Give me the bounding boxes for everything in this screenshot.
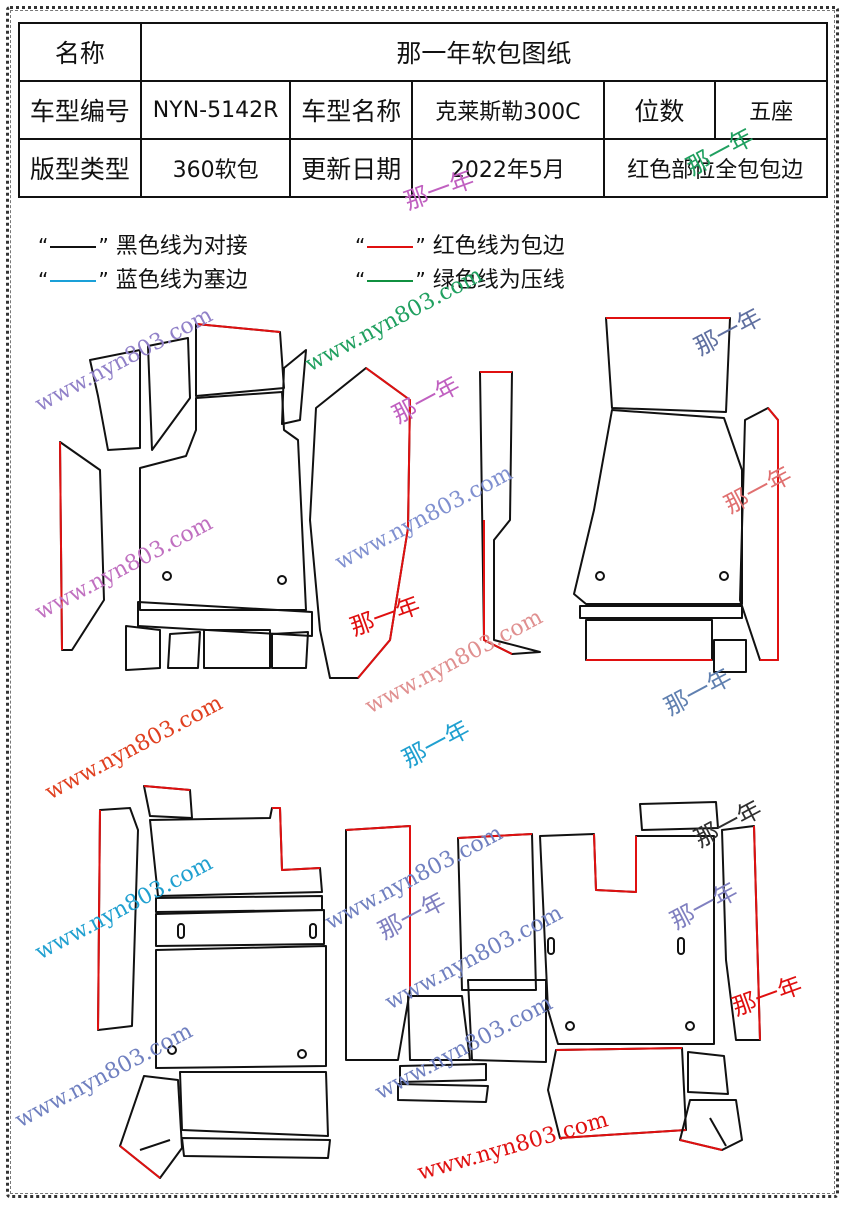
model-code-label: 车型编号 [18,80,142,140]
front-right-mat-set [479,317,779,673]
page-border-inner [10,10,835,1194]
name-value: 那一年软包图纸 [139,22,829,82]
watermark-brand: 那一年 [388,371,465,430]
watermark-brand: 那一年 [346,591,423,642]
watermark-url: www.nyn803.com [415,1107,611,1185]
red-line-swatch [367,246,414,248]
green-line-swatch [367,280,414,282]
blue-line-swatch [50,280,97,282]
spec-table: 名称 那一年软包图纸 车型编号 NYN-5142R 车型名称 克莱斯勒300C … [18,22,829,198]
legend-black-text: 黑色线为对接 [115,234,248,259]
watermark-brand: 那一年 [728,971,805,1022]
watermark-brand: 那一年 [400,165,477,216]
legend-green-text: 绿色线为压线 [432,268,565,293]
watermark-brand: 那一年 [682,123,759,182]
seats-value: 五座 [714,80,828,140]
watermark-url: www.nyn803.com [31,511,217,626]
watermark-brand: 那一年 [398,715,475,774]
model-name-value: 克莱斯勒300C [411,80,605,140]
watermark-url: www.nyn803.com [331,461,517,576]
legend-black: “” 黑色线为对接 [38,234,248,259]
watermark-brand: 那一年 [720,461,797,520]
black-line-swatch [50,246,97,248]
rear-left-mat-set [97,785,411,1179]
update-date-label: 更新日期 [289,138,414,198]
legend-green: “” 绿色线为压线 [355,268,565,293]
seats-label: 位数 [602,80,717,140]
pattern-type-label: 版型类型 [18,138,142,198]
legend-red: “” 红色线为包边 [355,234,565,259]
model-name-label: 车型名称 [289,80,414,140]
legend-blue: “” 蓝色线为塞边 [38,268,248,293]
rear-right-mat-set [539,801,761,1151]
watermark-url: www.nyn803.com [31,851,217,966]
legend-red-text: 红色线为包边 [432,234,565,259]
watermark-brand: 那一年 [666,877,743,936]
center-hump-set [397,833,547,1103]
legend-blue-text: 蓝色线为塞边 [115,268,248,293]
update-date-value: 2022年5月 [411,138,605,198]
watermark-url: www.nyn803.com [301,263,487,378]
watermark-url: www.nyn803.com [11,1019,197,1134]
watermark-url: www.nyn803.com [41,691,227,806]
name-label: 名称 [18,22,142,82]
pattern-type-value: 360软包 [139,138,292,198]
watermark-brand: 那一年 [660,663,737,722]
front-left-mat-set [59,323,411,679]
page-border [6,6,839,1198]
model-code-value: NYN-5142R [139,80,292,140]
wrap-note: 红色部位全包包边 [602,138,829,198]
